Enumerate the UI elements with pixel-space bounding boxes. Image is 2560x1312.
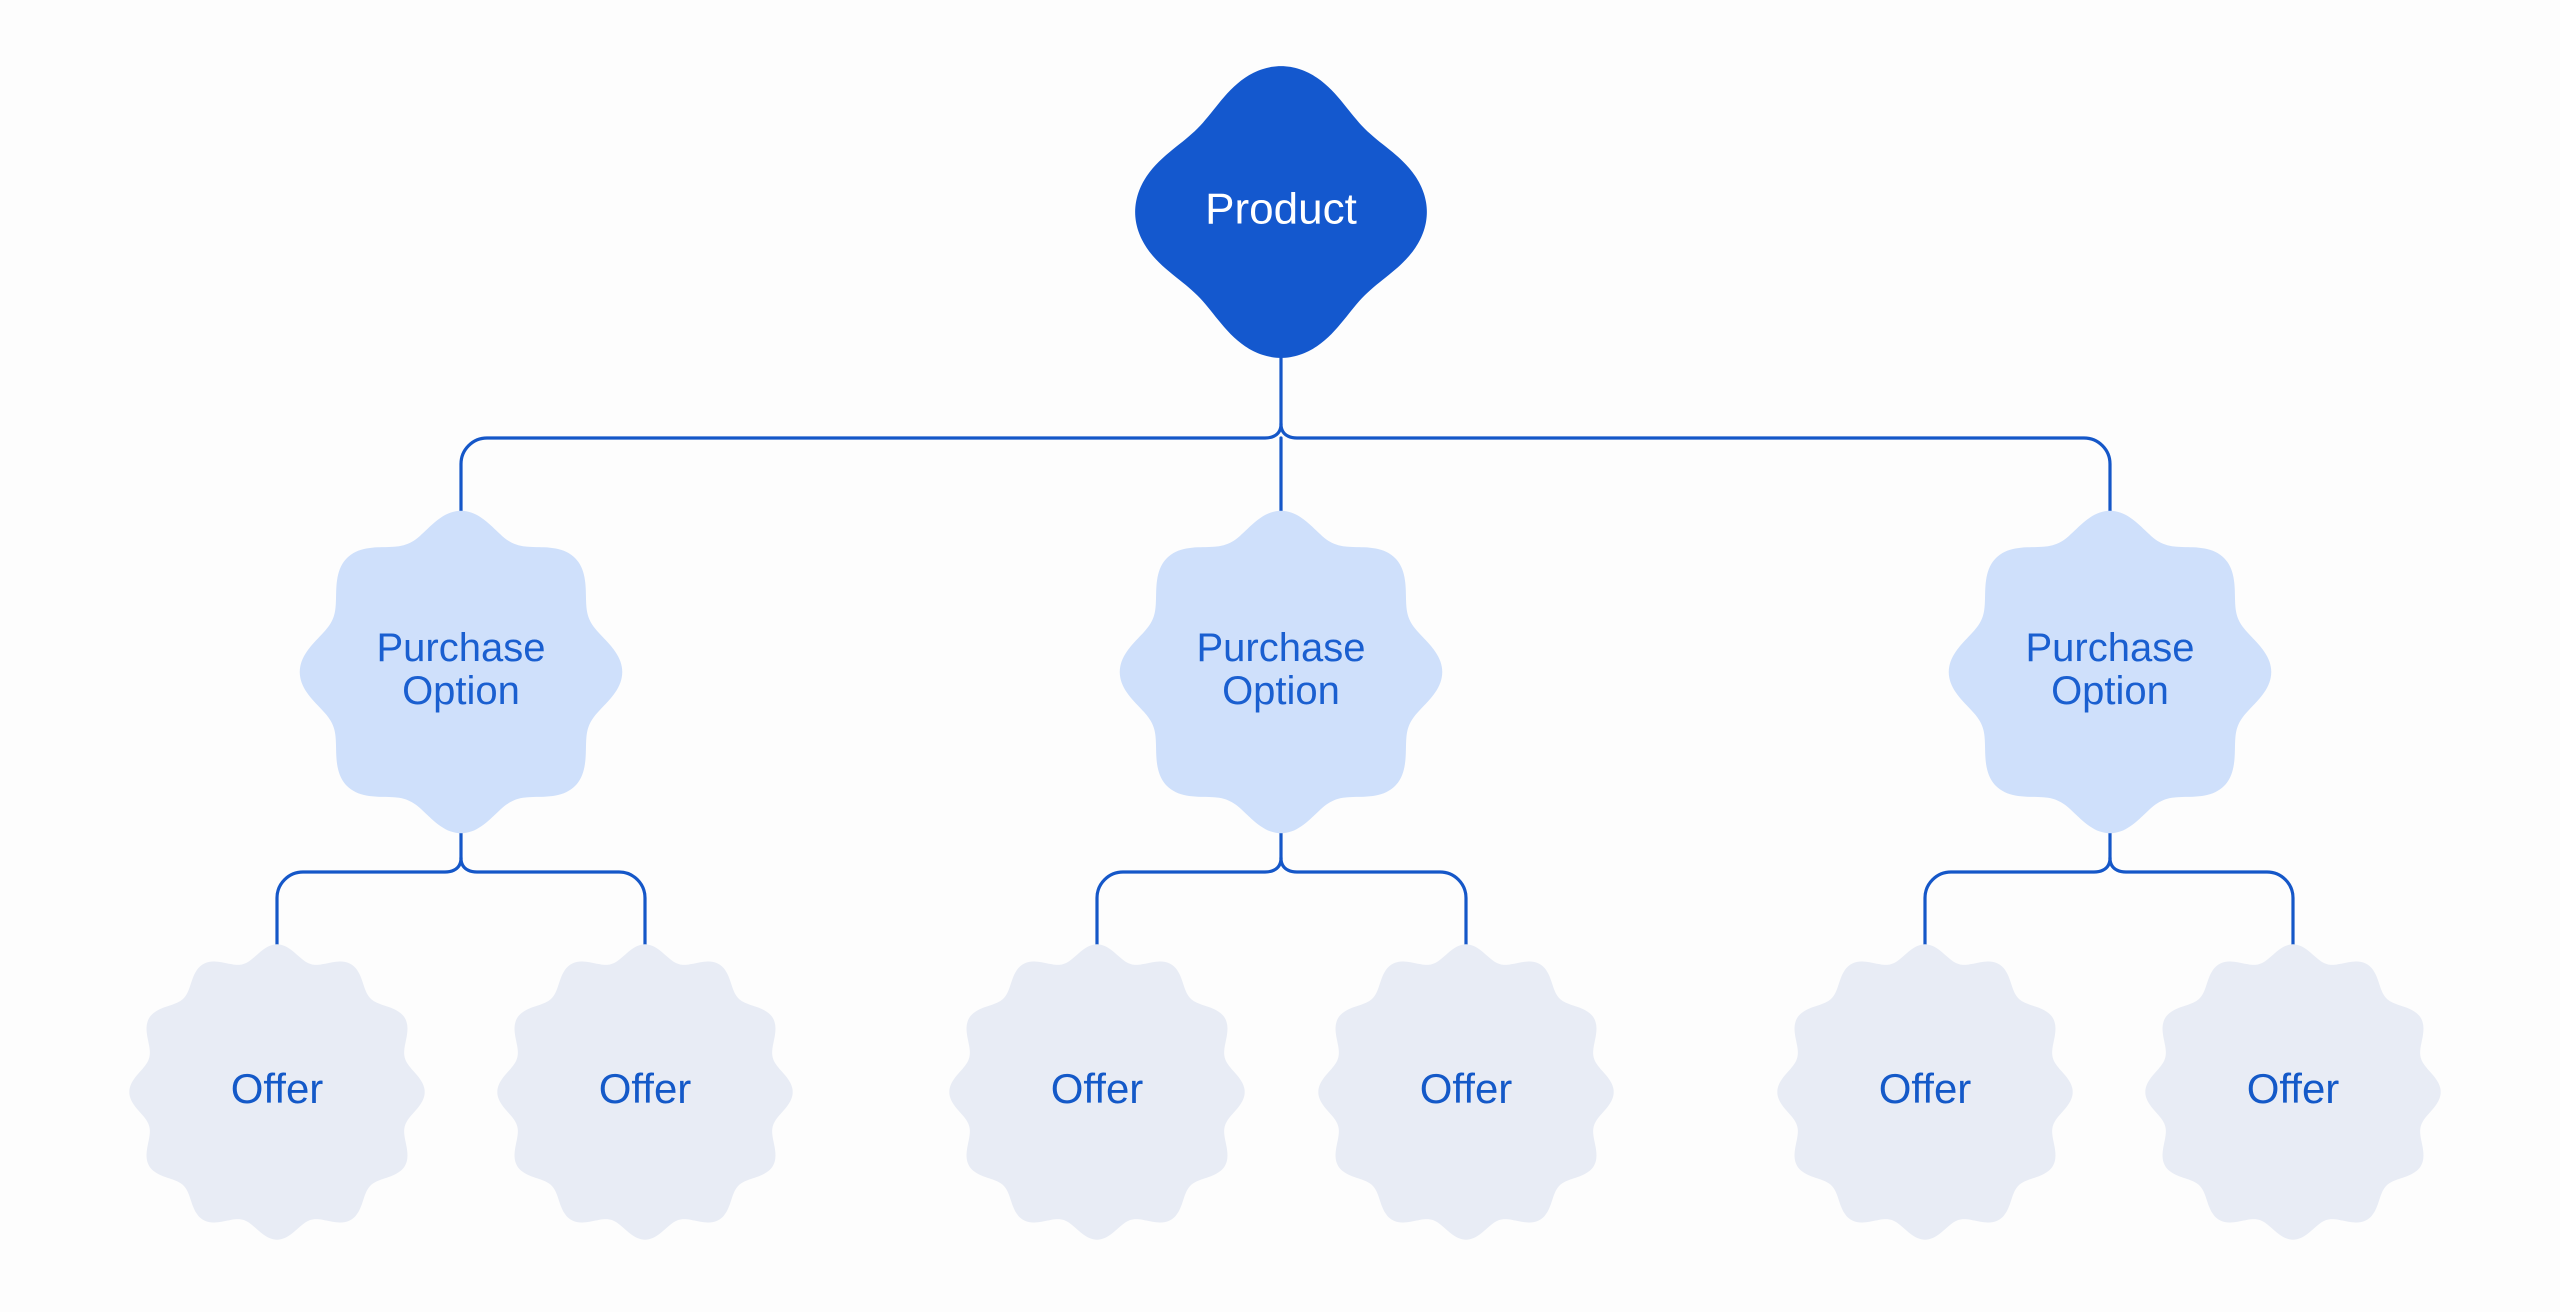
offer-scallop-shape (1777, 944, 2073, 1240)
offer-scallop-shape (949, 944, 1245, 1240)
purchase-option-scallop-shape (1948, 510, 2272, 834)
node-offer-1-a[interactable]: Offer (129, 944, 425, 1240)
connector-branch-left (1923, 856, 2112, 962)
connector-branch-left (275, 856, 463, 962)
connector-branch-right (1279, 856, 1468, 962)
connector-layer (275, 343, 2295, 962)
node-offer-1-b[interactable]: Offer (497, 944, 793, 1240)
node-product[interactable]: Product (1135, 66, 1427, 358)
node-offer-2-a[interactable]: Offer (949, 944, 1245, 1240)
node-offer-3-b[interactable]: Offer (2145, 944, 2441, 1240)
connector-branch-left (459, 422, 1283, 532)
purchase-option-scallop-shape (299, 510, 623, 834)
connector-branch-right (459, 856, 647, 962)
connector-branch-left (1095, 856, 1283, 962)
connector-branch-right (2108, 856, 2295, 962)
connector-branch-right (1279, 422, 2112, 532)
offer-scallop-shape (2145, 944, 2441, 1240)
offer-scallop-shape (497, 944, 793, 1240)
offer-scallop-shape (129, 944, 425, 1240)
product-blob-shape (1135, 66, 1427, 358)
offer-scallop-shape (1318, 944, 1614, 1240)
node-offer-2-b[interactable]: Offer (1318, 944, 1614, 1240)
purchase-option-scallop-shape (1119, 510, 1443, 834)
node-offer-3-a[interactable]: Offer (1777, 944, 2073, 1240)
